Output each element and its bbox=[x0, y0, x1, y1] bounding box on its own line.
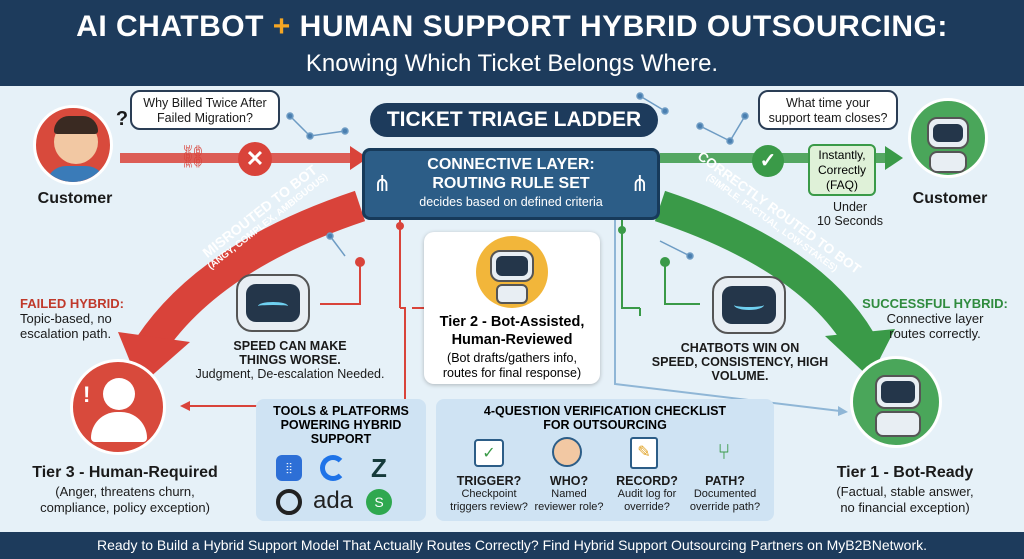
right-customer-label: Customer bbox=[912, 190, 988, 207]
approve-check-icon: ✓ bbox=[752, 145, 784, 177]
tier-2-bot-avatar bbox=[476, 236, 548, 308]
page-title: AI CHATBOT + HUMAN SUPPORT HYBRID OUTSOU… bbox=[0, 10, 1024, 44]
checklist-path-icon: ⑂ bbox=[717, 439, 731, 464]
left-customer-avatar bbox=[33, 105, 113, 185]
tier-3-human-avatar: ! bbox=[70, 359, 166, 455]
title-part-2: HUMAN SUPPORT HYBRID OUTSOURCING: bbox=[299, 10, 948, 43]
tools-title: TOOLS & PLATFORMS POWERING HYBRID SUPPOR… bbox=[273, 404, 409, 446]
footer-cta[interactable]: Ready to Build a Hybrid Support Model Th… bbox=[0, 532, 1024, 559]
tier-2-title-line1: Tier 2 - Bot-Assisted, bbox=[439, 314, 585, 330]
failed-hybrid-note: FAILED HYBRID: Topic-based, no escalatio… bbox=[20, 296, 124, 341]
left-customer-label: Customer bbox=[37, 190, 113, 207]
tier-2-desc-line1: (Bot drafts/gathers info, bbox=[447, 351, 577, 365]
checklist-record-icon: ✎ bbox=[630, 437, 658, 469]
routing-title-line1: CONNECTIVE LAYER: bbox=[427, 156, 595, 173]
checklist-who-icon bbox=[552, 437, 582, 467]
left-customer-bubble: Why Billed Twice After Failed Migration? bbox=[130, 90, 280, 130]
tier-3-title: Tier 3 - Human-Required bbox=[32, 464, 218, 481]
checklist-item-path: PATH? Documented override path? bbox=[689, 474, 761, 514]
diagram-canvas: ? Why Billed Twice After Failed Migratio… bbox=[0, 86, 1024, 532]
tier-2-title-line2: Human-Reviewed bbox=[451, 332, 573, 348]
ada-logo: ada bbox=[312, 487, 354, 514]
livechat-logo-icon: S bbox=[366, 489, 392, 515]
tier-2-desc-line2: routes for final response) bbox=[442, 366, 582, 380]
right-customer-bubble: What time your support team closes? bbox=[758, 90, 898, 130]
header-banner: AI CHATBOT + HUMAN SUPPORT HYBRID OUTSOU… bbox=[0, 0, 1024, 86]
routing-rule-set-box: CONNECTIVE LAYER: ROUTING RULE SET decid… bbox=[362, 148, 660, 220]
tier-3-desc: (Anger, threatens churn, compliance, pol… bbox=[40, 484, 210, 515]
routing-title-line2: ROUTING RULE SET bbox=[432, 175, 590, 192]
checklist-panel: 4-QUESTION VERIFICATION CHECKLIST FOR OU… bbox=[436, 399, 774, 521]
correct-route-arrowhead bbox=[825, 329, 895, 378]
tier-2-card: Tier 2 - Bot-Assisted, Human-Reviewed (B… bbox=[424, 232, 600, 384]
tier-1-desc: (Factual, stable answer, no financial ex… bbox=[836, 484, 974, 515]
network-left-icon: ⋔ bbox=[373, 171, 392, 196]
left-input-arrow bbox=[120, 153, 350, 163]
right-output-arrowhead bbox=[885, 146, 903, 170]
tier-1-bot-avatar bbox=[850, 356, 942, 448]
reject-x-icon: ✕ bbox=[238, 142, 272, 176]
diagram-connectors bbox=[118, 92, 903, 416]
tools-panel: TOOLS & PLATFORMS POWERING HYBRID SUPPOR… bbox=[256, 399, 426, 521]
speed-warning: SPEED CAN MAKE THINGS WORSE. Judgment, D… bbox=[195, 339, 385, 381]
checklist-item-trigger: TRIGGER? Checkpoint triggers review? bbox=[450, 474, 528, 514]
left-input-arrowhead bbox=[350, 146, 368, 170]
intercom-logo-icon: ⦙⦙ bbox=[276, 455, 302, 481]
left-customer-question-mark: ? bbox=[115, 108, 129, 130]
checklist-title: 4-QUESTION VERIFICATION CHECKLIST FOR OU… bbox=[483, 404, 727, 432]
ladder-title: TICKET TRIAGE LADDER bbox=[370, 103, 658, 137]
aircall-logo-icon bbox=[276, 489, 302, 515]
zendesk-logo-icon: Z bbox=[371, 453, 387, 483]
correct-route-arrow bbox=[654, 190, 874, 350]
title-plus: + bbox=[272, 10, 291, 43]
gorgias-logo-icon bbox=[320, 455, 346, 481]
instant-answer-box: Instantly, Correctly (FAQ) bbox=[808, 144, 876, 196]
page-subtitle: Knowing Which Ticket Belongs Where. bbox=[305, 50, 719, 77]
checklist-trigger-icon: ✓ bbox=[474, 439, 504, 467]
title-part-1: AI CHATBOT bbox=[76, 10, 264, 43]
response-time: Under 10 Seconds bbox=[816, 200, 884, 228]
checklist-item-record: RECORD? Audit log for override? bbox=[616, 474, 678, 514]
broken-link-icon: ⛓ bbox=[179, 144, 207, 169]
routing-subtitle: decides based on defined criteria bbox=[419, 195, 603, 209]
checklist-item-who: WHO? Named reviewer role? bbox=[534, 474, 604, 514]
right-customer-bot-avatar bbox=[908, 98, 988, 178]
sad-bot-icon bbox=[236, 274, 310, 332]
misrouted-arrow bbox=[136, 190, 366, 356]
chatbots-win-note: CHATBOTS WIN ON SPEED, CONSISTENCY, HIGH… bbox=[651, 341, 829, 383]
tier-1-title: Tier 1 - Bot-Ready bbox=[836, 464, 974, 481]
network-right-icon: ⋔ bbox=[630, 171, 649, 196]
happy-bot-icon bbox=[712, 276, 786, 334]
successful-hybrid-note: SUCCESSFUL HYBRID: Connective layer rout… bbox=[862, 296, 1008, 341]
